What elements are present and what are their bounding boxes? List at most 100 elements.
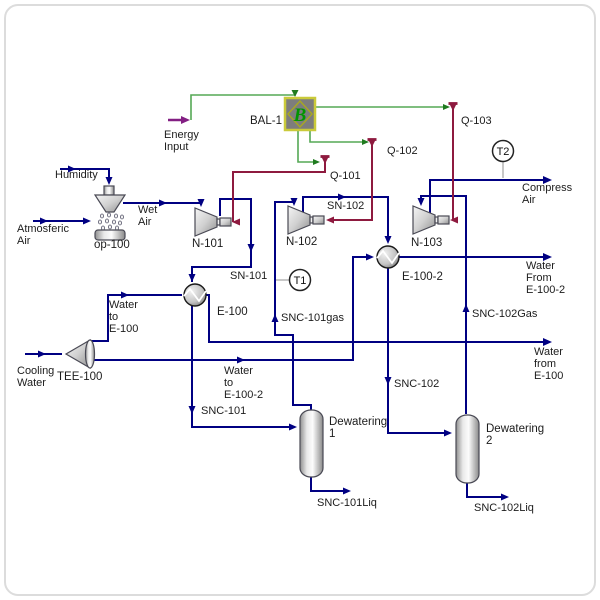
compressor-cone (194, 207, 218, 237)
arrowhead (366, 253, 374, 261)
stream-snc101gas-line[interactable] (271, 198, 312, 410)
unit-n102-compressor[interactable] (287, 205, 325, 235)
arrowhead (159, 199, 167, 207)
arrowhead (417, 198, 425, 206)
unit-e100-2-heat-exchanger[interactable] (376, 245, 400, 269)
stream-water-from-e100-2-line[interactable] (399, 253, 552, 261)
arrowhead (197, 199, 205, 207)
unit-dewatering-2-column[interactable] (455, 414, 480, 484)
unit-label-dewatering-2: Dewatering 2 (486, 423, 545, 448)
stream-sn102-line[interactable] (302, 193, 392, 245)
stream-label-q101: Q-101 (330, 170, 361, 182)
stream-line (466, 483, 502, 498)
spray-droplets (98, 212, 125, 231)
stream-label-cooling-water: Cooling Water (17, 365, 55, 389)
stream-label-snc101: SNC-101 (201, 405, 247, 417)
balance-link-q101[interactable] (297, 130, 320, 165)
arrowhead (543, 338, 552, 346)
stream-snc102liq-line[interactable] (466, 483, 509, 501)
stream-line (232, 157, 326, 222)
unit-label-dewatering-1: Dewatering 1 (329, 416, 388, 441)
indicator-circle (491, 139, 515, 163)
arrowhead (543, 253, 552, 261)
stream-line (310, 477, 344, 492)
arrowhead (290, 198, 298, 206)
indicator-label: T2 (497, 146, 510, 158)
arrowhead (501, 493, 509, 501)
stream-snc102gas-line[interactable] (417, 195, 470, 414)
stream-line (90, 294, 182, 342)
stream-line (429, 179, 545, 213)
stream-sn101-line[interactable] (188, 198, 255, 282)
indicator-label: T1 (294, 275, 307, 287)
unit-label-e100-2: E-100-2 (402, 271, 443, 283)
stream-label-wet-air: Wet Air (138, 204, 158, 228)
stream-compress-air-line[interactable] (429, 176, 552, 213)
arrowhead (449, 104, 457, 111)
arrowhead (291, 90, 299, 97)
balance-diamond (287, 99, 313, 129)
unit-label-n102: N-102 (286, 236, 318, 248)
stream-line (274, 200, 312, 410)
unit-label-n101: N-101 (192, 238, 224, 250)
unit-dewatering-1-column[interactable] (299, 409, 324, 478)
stream-humidity-line[interactable] (60, 165, 113, 186)
arrowhead (105, 177, 113, 185)
unit-op-100-humidifier[interactable] (93, 185, 127, 241)
stream-label-water-from-e100: Water from E-100 (534, 346, 564, 382)
unit-tee-100-splitter[interactable] (64, 338, 96, 370)
arrowhead (271, 314, 279, 322)
stream-line (387, 268, 446, 434)
arrowhead (237, 356, 245, 364)
balance-link-q103[interactable] (316, 104, 450, 110)
stream-water-from-e100-line[interactable] (206, 294, 552, 346)
stream-energy-input-line[interactable] (168, 116, 190, 124)
indicator-t2[interactable]: T2 (491, 139, 515, 179)
unit-label-tee-100: TEE-100 (57, 371, 103, 383)
stream-q102-line[interactable] (326, 138, 377, 224)
stream-snc101-line[interactable] (188, 306, 298, 431)
balance-link-energy-input[interactable] (190, 90, 299, 120)
stream-cooling-water-line[interactable] (25, 350, 62, 358)
stream-snc101liq-line[interactable] (310, 477, 351, 495)
stream-label-sn102: SN-102 (327, 200, 365, 212)
exchanger-coil (183, 287, 207, 303)
balance-link-q102[interactable] (309, 130, 369, 145)
arrowhead (232, 218, 240, 226)
arrowhead (38, 350, 46, 358)
stream-label-snc101gas: SNC-101gas (281, 312, 344, 324)
arrowhead (321, 157, 329, 164)
compressor-drive (437, 215, 450, 225)
stream-water-to-e100-2-line[interactable] (93, 253, 374, 364)
stream-label-q103: Q-103 (461, 115, 492, 127)
arrowhead (68, 165, 76, 173)
stream-atmosferic-air-line[interactable] (33, 217, 91, 225)
unit-label-n103: N-103 (411, 237, 443, 249)
arrowhead (338, 193, 346, 201)
stream-label-water-to-e100-2: Water to E-100-2 (224, 365, 264, 401)
unit-e100-heat-exchanger[interactable] (183, 283, 207, 307)
column-vessel (299, 409, 324, 478)
arrowhead (289, 423, 297, 431)
indicator-t1[interactable]: T1 (276, 268, 312, 292)
stream-q103-line[interactable] (448, 102, 459, 224)
balance-box (283, 96, 317, 132)
unit-n103-compressor[interactable] (412, 205, 450, 235)
link-line (309, 130, 363, 143)
stream-line (191, 198, 252, 282)
arrowhead (83, 217, 91, 225)
arrowhead (121, 291, 129, 299)
unit-n101-compressor[interactable] (194, 207, 232, 237)
stream-snc102-line[interactable] (384, 268, 453, 437)
column-vessel (455, 414, 480, 484)
stream-label-sn101: SN-101 (230, 270, 268, 282)
unit-bal-1-balance-block[interactable]: B (283, 96, 317, 132)
stream-wet-air-line[interactable] (123, 199, 205, 207)
arrowhead (443, 104, 450, 110)
stream-q101-line[interactable] (232, 155, 330, 226)
unit-label-e100: E-100 (217, 306, 248, 318)
exchanger-coil (376, 249, 400, 265)
stream-water-to-e100-line[interactable] (90, 291, 182, 342)
